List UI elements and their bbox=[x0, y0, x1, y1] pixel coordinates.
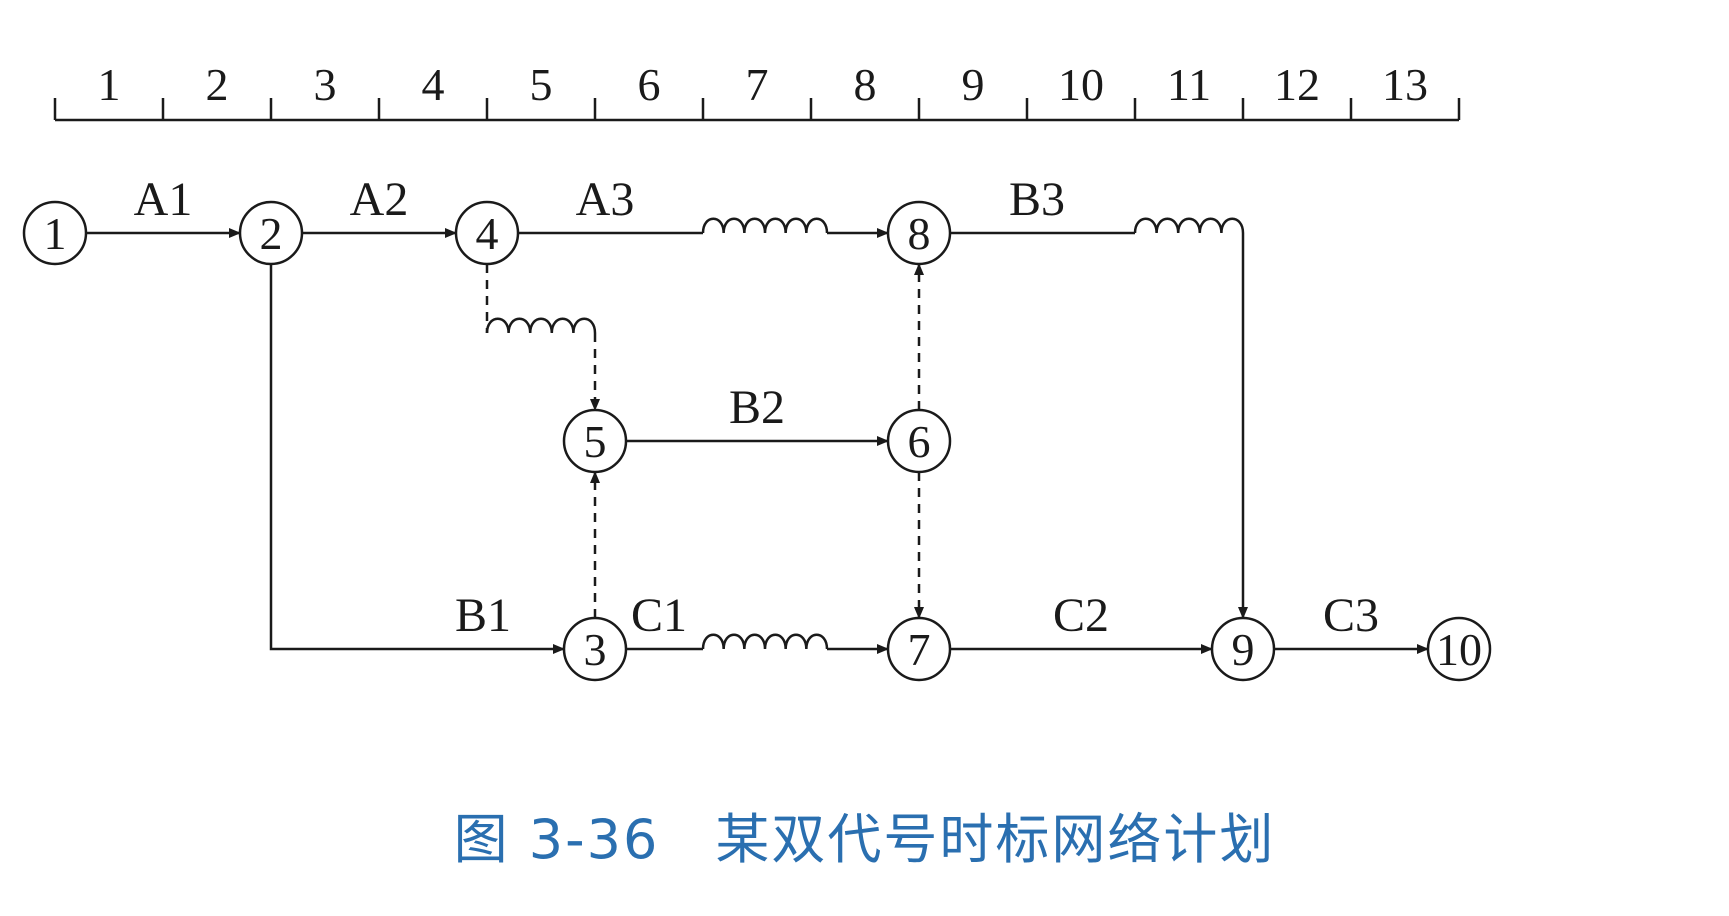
event-node-5 bbox=[562, 408, 628, 474]
figure-caption: 图 3-36 某双代号时标网络计划 bbox=[453, 808, 1276, 871]
event-nodes: 1 2 4 8 5 6 3 7 9 10 bbox=[22, 200, 1492, 682]
activity-label: C3 bbox=[1323, 589, 1379, 642]
event-node-4 bbox=[454, 200, 520, 266]
scale-label: 2 bbox=[206, 59, 229, 110]
activity-arrows bbox=[86, 217, 1429, 654]
event-node-9 bbox=[1210, 616, 1276, 682]
scale-label: 4 bbox=[422, 59, 445, 110]
activity-label: B1 bbox=[455, 589, 511, 642]
activity-label: B2 bbox=[729, 381, 785, 434]
activity-label: A1 bbox=[134, 173, 193, 226]
scale-label: 3 bbox=[314, 59, 337, 110]
event-node-label: 5 bbox=[584, 416, 607, 467]
event-node-label: 6 bbox=[908, 416, 931, 467]
free-float-wave bbox=[701, 633, 829, 650]
scale-label: 12 bbox=[1274, 59, 1320, 110]
scale-label: 1 bbox=[98, 59, 121, 110]
scale-label: 6 bbox=[638, 59, 661, 110]
scale-label: 13 bbox=[1382, 59, 1428, 110]
free-float-wave bbox=[701, 217, 829, 234]
activity-label: A2 bbox=[350, 173, 409, 226]
scale-label: 5 bbox=[530, 59, 553, 110]
event-node-label: 3 bbox=[584, 624, 607, 675]
activity-label: B3 bbox=[1009, 173, 1065, 226]
scale-label: 7 bbox=[746, 59, 769, 110]
event-node-label: 9 bbox=[1232, 624, 1255, 675]
activity-label: C2 bbox=[1053, 589, 1109, 642]
scale-label: 9 bbox=[962, 59, 985, 110]
event-node-2 bbox=[238, 200, 304, 266]
scale-label: 11 bbox=[1167, 59, 1211, 110]
free-float-wave bbox=[1133, 217, 1245, 234]
event-node-3 bbox=[562, 616, 628, 682]
event-node-10 bbox=[1426, 616, 1492, 682]
activity-label: C1 bbox=[631, 589, 687, 642]
event-node-7 bbox=[886, 616, 952, 682]
event-node-label: 8 bbox=[908, 208, 931, 259]
event-node-label: 4 bbox=[476, 208, 499, 259]
activity-arrow-b1 bbox=[269, 264, 565, 654]
free-float-wave bbox=[485, 317, 597, 334]
event-node-8 bbox=[886, 200, 952, 266]
event-node-label: 2 bbox=[260, 208, 283, 259]
activity-label: A3 bbox=[576, 173, 635, 226]
event-node-label: 10 bbox=[1436, 624, 1482, 675]
event-node-label: 7 bbox=[908, 624, 931, 675]
event-node-label: 1 bbox=[44, 208, 67, 259]
scale-label: 8 bbox=[854, 59, 877, 110]
event-node-6 bbox=[886, 408, 952, 474]
scale-label: 10 bbox=[1058, 59, 1104, 110]
event-node-1 bbox=[22, 200, 88, 266]
